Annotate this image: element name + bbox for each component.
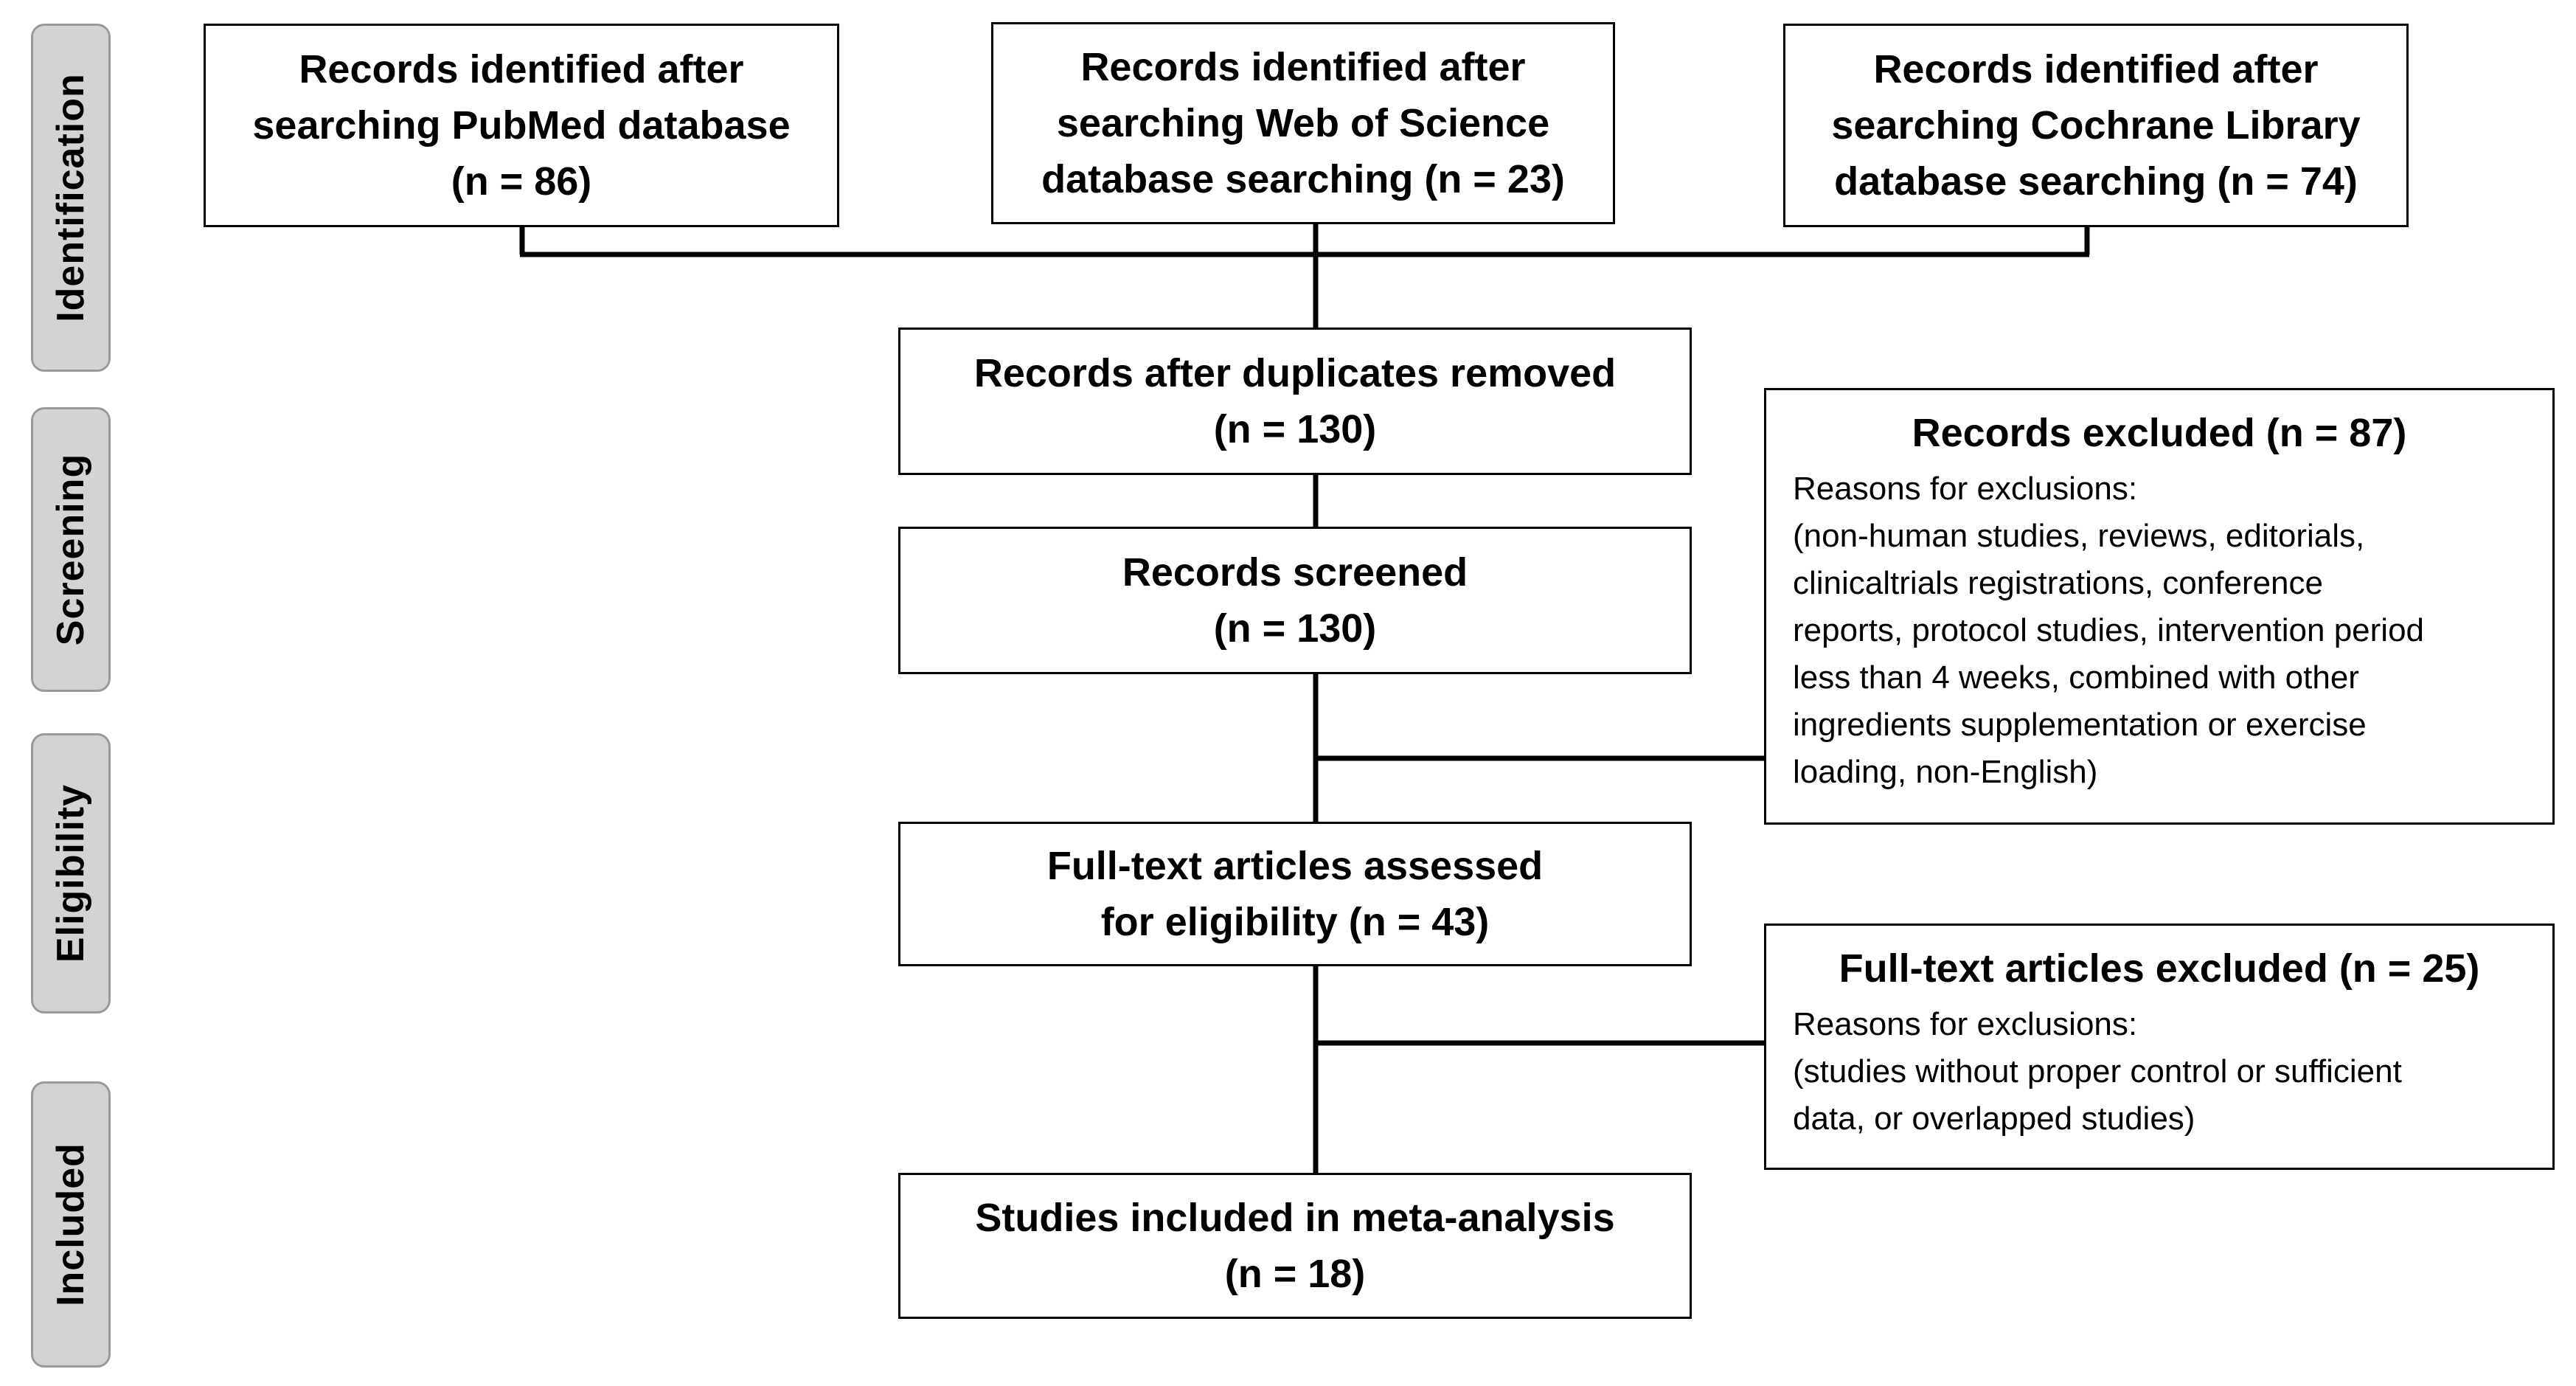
stage-screening: Screening — [31, 407, 111, 692]
records-excluded-title: Records excluded (n = 87) — [1912, 411, 2407, 455]
stage-included-label: Included — [49, 1143, 93, 1306]
duplicates-removed-line-1: Records after duplicates removed — [973, 351, 1617, 395]
records-excluded-reason-line: less than 4 weeks, combined with other — [1793, 659, 2359, 696]
records-excluded-reason-line: ingredients supplementation or exercise — [1793, 707, 2367, 743]
source-cochrane-box: Records identified after searching Cochr… — [1783, 24, 2409, 227]
source-wos-line-3: database searching (n = 23) — [1041, 157, 1565, 201]
studies-included-line-2: (n = 18) — [1224, 1252, 1366, 1296]
records-excluded-reason-line: clinicaltrials registrations, conference — [1793, 565, 2323, 601]
records-excluded-reason-line: (non-human studies, reviews, editorials, — [1793, 518, 2365, 554]
full-text-excluded-box: Full-text articles excluded (n = 25) Rea… — [1764, 924, 2555, 1170]
full-text-excluded-title: Full-text articles excluded (n = 25) — [1839, 946, 2480, 991]
records-excluded-reason-line: loading, non-English) — [1793, 754, 2098, 790]
stage-eligibility: Eligibility — [31, 733, 111, 1013]
stage-eligibility-label: Eligibility — [49, 783, 93, 963]
stage-screening-label: Screening — [49, 453, 93, 646]
records-screened-box: Records screened (n = 130) — [898, 527, 1692, 674]
source-pubmed-line-1: Records identified after — [299, 47, 744, 91]
records-excluded-box: Records excluded (n = 87) Reasons for ex… — [1764, 388, 2555, 825]
source-web-of-science-box: Records identified after searching Web o… — [991, 22, 1615, 224]
duplicates-removed-line-2: (n = 130) — [1213, 407, 1377, 451]
full-text-assessed-line-2: for eligibility (n = 43) — [1100, 900, 1490, 944]
records-excluded-reason-line: reports, protocol studies, intervention … — [1793, 612, 2425, 648]
stage-identification: Identification — [31, 24, 111, 372]
stage-included: Included — [31, 1081, 111, 1368]
source-cochrane-line-2: searching Cochrane Library — [1831, 103, 2361, 148]
source-pubmed-box: Records identified after searching PubMe… — [204, 24, 839, 227]
stage-identification-label: Identification — [49, 73, 92, 322]
duplicates-removed-box: Records after duplicates removed (n = 13… — [898, 328, 1692, 475]
source-cochrane-line-1: Records identified after — [1873, 47, 2319, 91]
source-pubmed-line-3: (n = 86) — [451, 159, 592, 204]
source-wos-line-2: searching Web of Science — [1056, 101, 1550, 145]
studies-included-line-1: Studies included in meta-analysis — [975, 1196, 1615, 1240]
source-wos-line-1: Records identified after — [1080, 45, 1526, 89]
studies-included-box: Studies included in meta-analysis (n = 1… — [898, 1173, 1692, 1319]
source-cochrane-line-3: database searching (n = 74) — [1834, 159, 2358, 204]
full-text-excluded-reason-line: (studies without proper control or suffi… — [1793, 1053, 2402, 1089]
full-text-excluded-reason-line: data, or overlapped studies) — [1793, 1101, 2195, 1137]
full-text-excluded-reason-line: Reasons for exclusions: — [1793, 1006, 2138, 1042]
records-screened-line-1: Records screened — [1122, 550, 1468, 595]
records-excluded-reason-line: Reasons for exclusions: — [1793, 471, 2138, 507]
source-pubmed-line-2: searching PubMed database — [252, 103, 791, 148]
records-screened-line-2: (n = 130) — [1213, 606, 1377, 651]
full-text-assessed-box: Full-text articles assessed for eligibil… — [898, 822, 1692, 966]
full-text-assessed-line-1: Full-text articles assessed — [1046, 844, 1544, 888]
